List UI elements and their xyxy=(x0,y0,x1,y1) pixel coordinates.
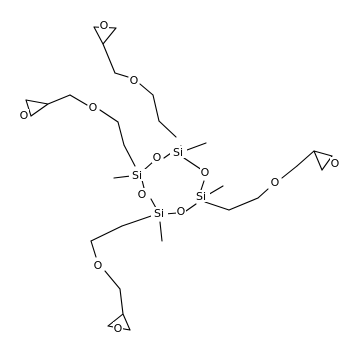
epoxide-oxygen-top: O xyxy=(99,19,109,32)
si-label: Si xyxy=(173,146,183,159)
si-atom-top-right: Si xyxy=(170,146,187,159)
si-label: Si xyxy=(154,207,164,220)
si-atom-right: Si xyxy=(193,190,210,203)
bond xyxy=(296,150,315,167)
si-atom-left: Si xyxy=(129,169,146,182)
bond xyxy=(123,144,136,167)
bond xyxy=(114,72,129,78)
bond xyxy=(93,26,104,45)
bond xyxy=(186,142,207,151)
ether-oxygen-right: O xyxy=(270,176,280,189)
bond xyxy=(183,157,203,171)
ether-oxygen-left: O xyxy=(88,101,98,114)
bond xyxy=(141,179,145,189)
bond xyxy=(99,109,119,123)
ether-oxygen-top: O xyxy=(129,74,139,87)
bond xyxy=(113,175,132,179)
bond xyxy=(47,94,71,105)
si-atom-bottom: Si xyxy=(151,207,168,220)
epoxide-oxygen-bottom: O xyxy=(113,322,123,335)
epoxide-oxygen-left: O xyxy=(19,109,29,122)
bond xyxy=(104,270,121,290)
bond xyxy=(150,198,157,209)
bond xyxy=(257,188,269,199)
bond xyxy=(158,120,177,138)
o-label: O xyxy=(331,157,340,170)
bond xyxy=(281,165,298,179)
ring-oxygen-left: O xyxy=(137,188,147,201)
bond xyxy=(119,288,124,315)
bond xyxy=(313,150,333,157)
bond xyxy=(90,240,97,258)
o-label: O xyxy=(89,101,98,114)
bond xyxy=(121,214,155,227)
ether-oxygen-bottom: O xyxy=(93,259,103,272)
ring-oxygen-lower-right: O xyxy=(176,205,186,218)
o-label: O xyxy=(100,19,109,32)
o-label: O xyxy=(20,109,29,122)
o-label: O xyxy=(271,176,280,189)
o-label: O xyxy=(201,166,210,179)
bond xyxy=(152,94,160,122)
o-label: O xyxy=(138,188,147,201)
bond xyxy=(122,313,131,331)
o-label: O xyxy=(94,259,103,272)
o-label: O xyxy=(177,205,186,218)
bond xyxy=(107,313,124,327)
bond xyxy=(313,150,323,171)
bond xyxy=(139,83,154,96)
bond xyxy=(159,221,163,242)
bond xyxy=(25,99,49,105)
bond xyxy=(90,225,123,242)
o-label: O xyxy=(130,74,139,87)
bond xyxy=(30,103,49,117)
ring-oxygen-upper-left: O xyxy=(152,151,162,164)
bond xyxy=(204,201,230,211)
si-label: Si xyxy=(196,190,206,203)
si-label: Si xyxy=(132,169,142,182)
o-label: O xyxy=(153,151,162,164)
bond xyxy=(102,27,117,45)
atom-label-layer: Si Si Si Si O O O O xyxy=(19,19,340,335)
bond xyxy=(228,197,259,211)
bond xyxy=(185,203,197,212)
bond-layer xyxy=(25,26,333,331)
epoxide-oxygen-right: O xyxy=(330,157,340,170)
bond xyxy=(117,121,125,146)
bond xyxy=(102,43,116,74)
bond xyxy=(25,99,32,117)
ring-oxygen-right: O xyxy=(200,166,210,179)
bond xyxy=(69,94,88,106)
o-label: O xyxy=(114,322,123,335)
